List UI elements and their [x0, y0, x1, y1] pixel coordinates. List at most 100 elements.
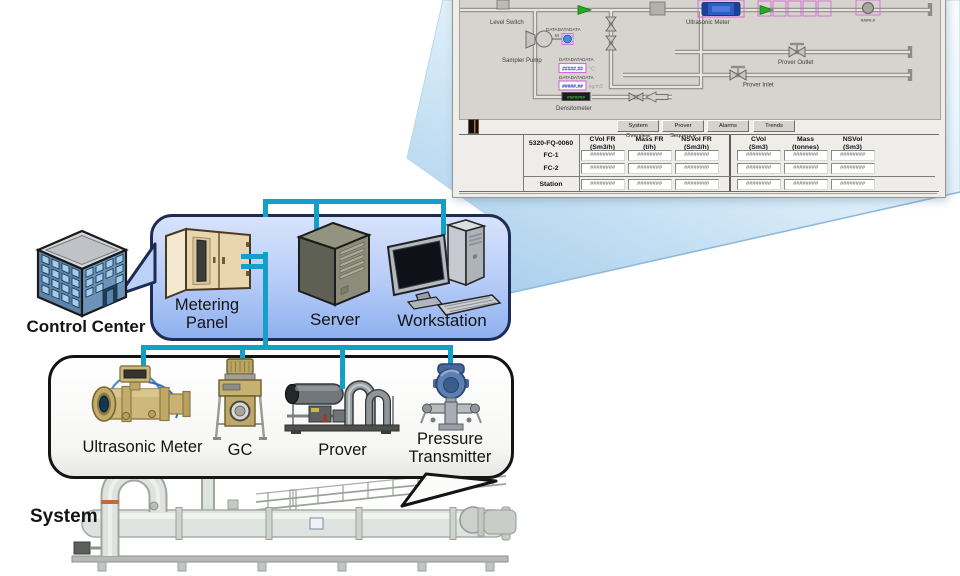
- pump-motor-symbol: [561, 33, 574, 45]
- prover-sequence-button[interactable]: Prover Sequence: [662, 120, 704, 139]
- network-line-panel-stub: [241, 264, 268, 269]
- column-header: Mass: [796, 136, 814, 143]
- control-room-bubble-tail: [118, 242, 157, 296]
- network-line-workstation-drop: [441, 199, 446, 235]
- metering-panel-icon: [165, 227, 251, 300]
- prover-inlet-valve: [729, 65, 747, 81]
- strainer-symbol: [649, 1, 666, 16]
- network-line-field-bus: [141, 345, 453, 350]
- check-valves: [605, 16, 644, 102]
- prover-label: Prover: [318, 441, 367, 459]
- flow-arrow-left-icon: [644, 91, 669, 103]
- temperature-unit: °C: [589, 66, 595, 72]
- mimic-label-ultrasonic-meter: Ultrasonic Meter: [686, 20, 730, 26]
- workstation-icon: [386, 219, 502, 316]
- value-cell: ########: [580, 150, 625, 161]
- column-unit: (Sm3): [843, 143, 862, 151]
- mimic-label-prover-inlet: Prover Inlet: [743, 83, 774, 89]
- table-gridline: [523, 176, 935, 177]
- value-cell: ########: [830, 163, 875, 174]
- instrument-tag-frames: [757, 0, 881, 17]
- column-header: CVol FR: [589, 136, 616, 143]
- network-line-usm-drop: [141, 345, 146, 375]
- gc-icon: [213, 358, 267, 440]
- temperature-value-box: [558, 62, 587, 74]
- pressure-transmitter-icon: [420, 363, 482, 431]
- network-line-top-bus: [263, 199, 446, 204]
- column-header: NSVol: [842, 136, 863, 143]
- metering-panel-label: Metering Panel: [174, 296, 240, 333]
- scada-mimic-diagram: ####### #####.## °C #####.## kg/m3 Level…: [459, 0, 941, 120]
- network-line-prover-drop: [340, 345, 345, 389]
- row-label: FC-1: [543, 152, 559, 159]
- table-gridline: [729, 135, 731, 191]
- metering-skid-photo: [71, 462, 517, 572]
- mimic-label-sampler-pump: Sampler Pump: [502, 58, 542, 64]
- system-overview-button[interactable]: System Overview: [617, 120, 659, 139]
- meter-reading: ####.#: [861, 18, 876, 24]
- control-center-label: Control Center: [26, 317, 146, 336]
- network-line-main-riser: [263, 252, 268, 350]
- row-label: Station: [539, 181, 563, 188]
- mimic-label-prover-outlet: Prover Outlet: [778, 60, 814, 66]
- column-unit: (tonnes): [792, 143, 819, 151]
- column-header: Mass FR: [635, 136, 664, 143]
- table-row: FC-1 ######## ######## ######## ########…: [459, 150, 939, 161]
- network-line-panel-stub: [241, 254, 268, 259]
- instrument-tag: DATADATADATA: [559, 57, 595, 62]
- ultrasonic-meter-label: Ultrasonic Meter: [82, 438, 203, 456]
- density-unit: kg/m3: [589, 84, 603, 90]
- sampler-pump-symbol: [525, 30, 562, 49]
- table-gridline: [523, 135, 524, 191]
- flow-arrow-icon: [577, 4, 593, 16]
- pump-motor-label: M: [555, 33, 559, 38]
- densitometer-display: [561, 92, 591, 101]
- field-instruments-bubble-tail: [400, 472, 498, 508]
- mimic-label-level-switch: Level Switch: [490, 20, 524, 26]
- flow-computer-table: 5320-FQ-0060 CVol FR(Sm3/h) Mass FR(t/h)…: [459, 134, 939, 192]
- row-label: FC-2: [543, 165, 559, 172]
- densitometer-value: #######: [567, 95, 585, 100]
- scada-statusbar: [459, 193, 937, 194]
- level-switch-symbol: [496, 0, 510, 10]
- mimic-pipes: [460, 3, 933, 100]
- network-line-gc-drop: [240, 345, 245, 371]
- column-unit: (Sm3/h): [590, 143, 615, 151]
- value-cell: ########: [627, 179, 672, 190]
- control-center-building-icon: [35, 229, 129, 318]
- prover-outlet-valve: [788, 42, 806, 58]
- pressure-transmitter-label: Pressure Transmitter: [408, 430, 492, 467]
- value-cell: ########: [736, 150, 781, 161]
- table-gridline: [579, 135, 580, 191]
- table-header-row: 5320-FQ-0060 CVol FR(Sm3/h) Mass FR(t/h)…: [459, 136, 939, 152]
- alarms-button[interactable]: Alarms: [707, 120, 749, 132]
- value-cell: ########: [580, 179, 625, 190]
- network-line-pt-drop: [448, 345, 453, 379]
- column-header: NSVol FR: [681, 136, 712, 143]
- instrument-tag: DATADATADATA: [546, 27, 582, 32]
- trends-button[interactable]: Trends: [753, 120, 795, 132]
- value-cell: ########: [783, 179, 828, 190]
- value-cell: ########: [627, 150, 672, 161]
- value-cell: ########: [674, 179, 719, 190]
- ultrasonic-meter-icon: [91, 365, 191, 423]
- scada-app-icon: [468, 119, 479, 134]
- column-unit: (t/h): [643, 143, 656, 151]
- gc-label: GC: [227, 441, 253, 459]
- column-unit: (Sm3/h): [684, 143, 709, 151]
- ultrasonic-meter-symbol: [697, 0, 745, 18]
- server-label: Server: [309, 310, 361, 329]
- temperature-value: #####.##: [562, 66, 583, 72]
- scada-screen: ####### #####.## °C #####.## kg/m3 Level…: [452, 0, 946, 198]
- server-icon: [296, 221, 372, 307]
- value-cell: ########: [830, 179, 875, 190]
- value-cell: ########: [736, 163, 781, 174]
- instrument-tag: DATADATADATA: [559, 75, 595, 80]
- value-cell: ########: [783, 163, 828, 174]
- column-header: CVol: [751, 136, 766, 143]
- system-label: System: [30, 506, 98, 527]
- workstation-label: Workstation: [397, 311, 487, 330]
- mimic-label-densitometer: Densitometer: [556, 106, 592, 112]
- density-value: #####.##: [562, 84, 583, 90]
- value-cell: ########: [783, 150, 828, 161]
